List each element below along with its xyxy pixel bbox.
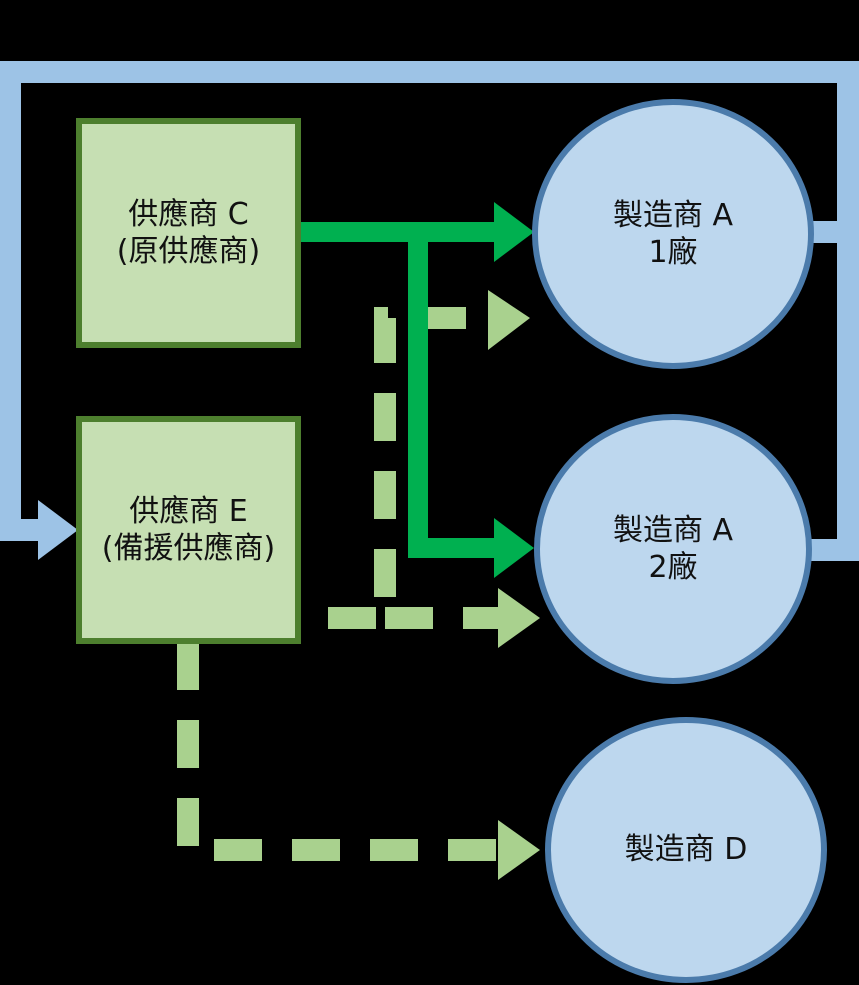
primary-line-c-to-a2 — [408, 232, 500, 558]
primary-arrowhead-to-a1 — [494, 202, 534, 262]
manufacturer-a2-circle — [534, 414, 812, 684]
manufacturer-d-circle — [545, 717, 827, 983]
feedback-loop — [0, 61, 859, 561]
backup-supply-flows — [177, 290, 540, 880]
backup-arrowhead-to-d — [498, 820, 540, 880]
backup-arrowhead-to-a2 — [498, 588, 540, 648]
backup-line-e-to-d — [177, 642, 500, 861]
primary-supply-flows — [298, 202, 534, 578]
backup-line-e-to-a2 — [328, 307, 490, 629]
feedback-line-from-a2 — [810, 232, 859, 561]
primary-arrowhead-to-a2 — [494, 518, 534, 578]
supplier-c-box — [76, 118, 301, 348]
backup-arrowhead-to-a1 — [488, 290, 530, 350]
feedback-arrowhead — [38, 500, 78, 560]
manufacturer-a1-circle — [532, 99, 814, 369]
supplier-e-box — [76, 416, 301, 644]
